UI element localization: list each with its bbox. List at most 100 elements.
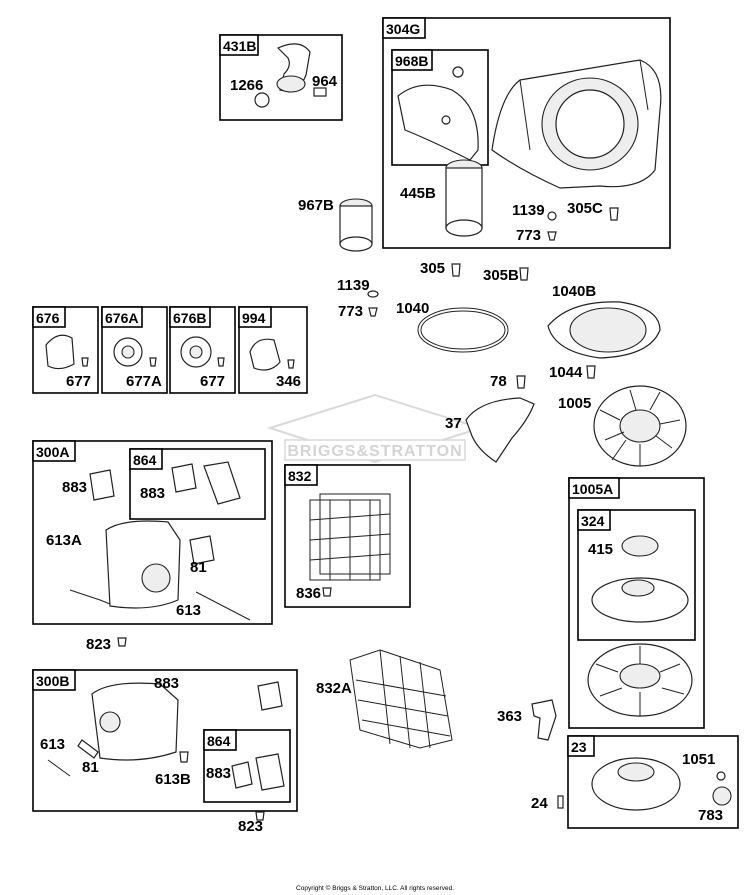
screw-icon [547, 231, 557, 241]
flywheel-fan-icon [593, 385, 687, 467]
box-tag-676: 676 [36, 310, 60, 326]
gear-783-icon [712, 786, 732, 806]
group-676B[interactable]: 676B [169, 306, 236, 394]
rotating-screen-icon [547, 301, 661, 359]
bolt-1044-icon [586, 365, 596, 379]
label-445B: 445B [400, 185, 436, 202]
label-1051: 1051 [682, 751, 715, 768]
box-tag-864-b: 864 [207, 733, 231, 749]
group-676[interactable]: 676 [32, 306, 99, 394]
bolt-305B-icon [519, 267, 529, 281]
nut-1051-icon [716, 771, 726, 781]
screw-346-icon [287, 359, 295, 369]
group-832[interactable]: 832 [284, 464, 411, 608]
label-1044: 1044 [549, 364, 583, 381]
cover-676-icon [45, 334, 75, 370]
bolt-icon [609, 207, 619, 221]
label-415: 415 [588, 541, 613, 558]
group-1005A[interactable]: 1005A 324 [568, 477, 705, 729]
elbow-part-icon [254, 43, 327, 108]
muffler-300B-icon [91, 682, 179, 761]
group-304G[interactable]: 304G 968B [382, 17, 671, 249]
box-tag-864-a: 864 [133, 452, 157, 468]
bolt-78-icon [516, 375, 526, 389]
label-773-a: 773 [516, 227, 541, 244]
group-300A[interactable]: 300A 864 [32, 440, 273, 625]
bracket-81-icon [77, 739, 99, 759]
muffler-300A-icon [69, 520, 181, 609]
label-883-a: 883 [62, 479, 87, 496]
guard-37-icon [465, 397, 535, 463]
label-81-a: 81 [190, 559, 207, 576]
label-1266: 1266 [230, 77, 263, 94]
label-883-d: 883 [206, 765, 231, 782]
label-363: 363 [497, 708, 522, 725]
washer-icon [547, 211, 557, 221]
air-filter-icon [445, 159, 483, 237]
cup-screen-icon [591, 577, 689, 623]
screw-823a-icon [117, 637, 127, 647]
label-613-b: 613 [40, 736, 65, 753]
box-tag-324: 324 [581, 513, 605, 529]
label-832A: 832A [316, 680, 352, 697]
bracket-363-icon [531, 699, 557, 741]
group-300B[interactable]: 300B 864 [32, 669, 298, 812]
briggs-stratton-watermark: BRIGGS&STRATTON [266, 393, 484, 464]
label-305: 305 [420, 260, 445, 277]
flywheel-1005A-icon [587, 643, 693, 717]
flange-864-icon [203, 461, 241, 505]
screw-823b-icon [255, 811, 265, 821]
box-tag-300A: 300A [36, 444, 69, 460]
label-78: 78 [490, 373, 507, 390]
box-tag-300B: 300B [36, 673, 69, 689]
screw-836-icon [322, 587, 332, 597]
label-1040B: 1040B [552, 283, 596, 300]
group-431B[interactable]: 431B [219, 34, 343, 121]
label-677-b: 677 [200, 373, 225, 390]
label-1139-a: 1139 [512, 202, 545, 219]
gasket-883c-icon [257, 681, 283, 711]
washer-1139-icon [367, 290, 379, 298]
label-1139-b: 1139 [337, 277, 370, 294]
group-676A[interactable]: 676A [101, 306, 168, 394]
box-tag-832: 832 [288, 468, 312, 484]
rod-613b-icon [47, 759, 71, 777]
box-tag-994: 994 [242, 310, 266, 326]
label-883-c: 883 [154, 675, 179, 692]
box-tag-304G: 304G [386, 21, 420, 37]
label-677-a: 677 [66, 373, 91, 390]
label-305B: 305B [483, 267, 519, 284]
box-tag-431B: 431B [223, 38, 256, 54]
spark-arrester-832A-icon [349, 649, 453, 749]
box-tag-676A: 676A [105, 310, 138, 326]
baffle-ring-icon [417, 307, 509, 353]
blower-housing-icon [491, 59, 662, 189]
box-tag-1005A: 1005A [572, 481, 613, 497]
box-tag-676B: 676B [173, 310, 206, 326]
label-81-b: 81 [82, 759, 99, 776]
box-tag-23: 23 [571, 739, 587, 755]
label-883-b: 883 [140, 485, 165, 502]
label-823-a: 823 [86, 636, 111, 653]
label-37: 37 [445, 415, 462, 432]
box-tag-968B: 968B [395, 53, 428, 69]
flange-864b-icon [255, 753, 285, 791]
label-677A: 677A [126, 373, 162, 390]
group-994[interactable]: 994 [238, 306, 308, 394]
label-346: 346 [276, 373, 301, 390]
label-967B: 967B [298, 197, 334, 214]
label-613-a: 613 [176, 602, 201, 619]
label-1040: 1040 [396, 300, 429, 317]
pipe-81-icon [189, 535, 215, 565]
label-1005: 1005 [558, 395, 591, 412]
group-23[interactable]: 23 [567, 735, 739, 829]
label-305C: 305C [567, 200, 603, 217]
screw-613B-icon [179, 751, 189, 763]
air-cleaner-cover-icon [397, 66, 479, 161]
label-613B: 613B [155, 771, 191, 788]
cap-415-icon [621, 535, 659, 557]
label-613A: 613A [46, 532, 82, 549]
label-783: 783 [698, 807, 723, 824]
rod-613-icon [195, 591, 251, 621]
